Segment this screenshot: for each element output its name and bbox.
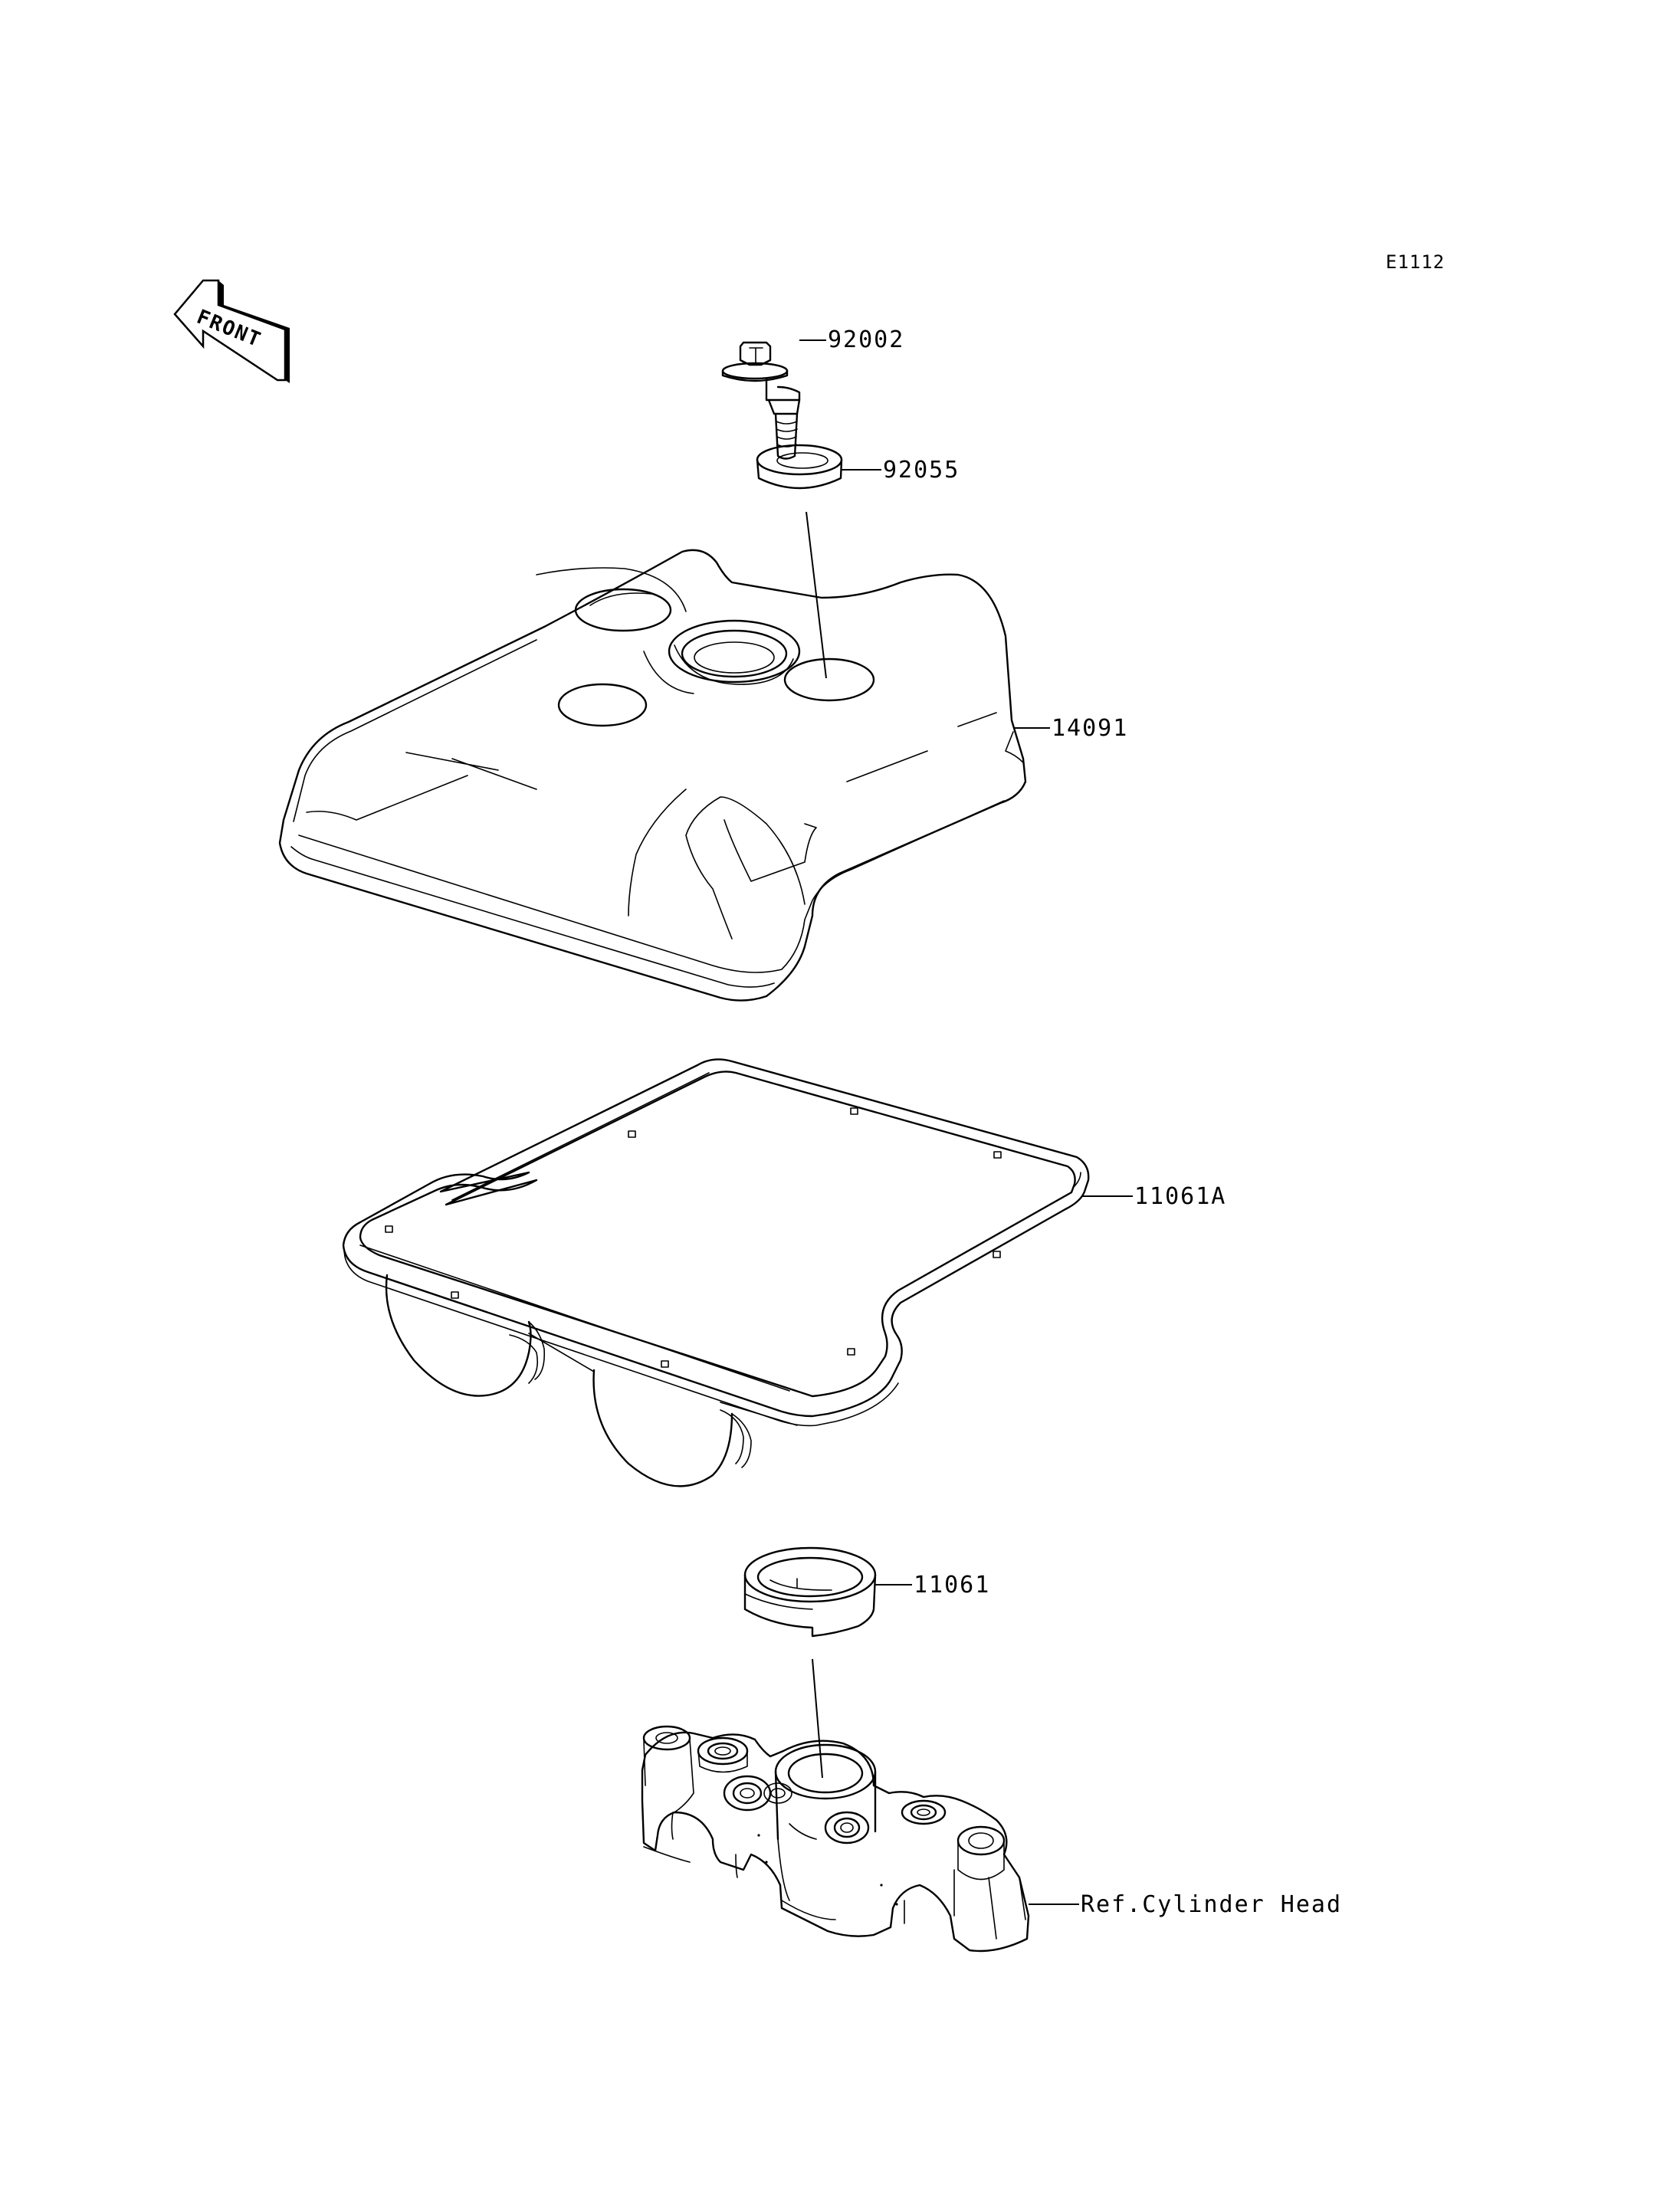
cylinder-head-cover-14091 xyxy=(278,549,1050,1002)
front-arrow-icon: FRONT xyxy=(173,279,290,383)
gasket-11061A xyxy=(342,1058,1133,1487)
bolt-92002 xyxy=(721,339,826,460)
reference-label: Ref.Cylinder Head xyxy=(1081,1891,1342,1918)
part-number-14091: 14091 xyxy=(1052,715,1128,742)
part-number-11061: 11061 xyxy=(914,1572,990,1599)
washer-92055 xyxy=(756,444,881,679)
part-number-11061A: 11061A xyxy=(1134,1183,1226,1210)
part-number-92002: 92002 xyxy=(828,326,904,353)
cylinder-head-reference xyxy=(641,1725,1079,1953)
plug-seal-11061 xyxy=(743,1546,912,1779)
part-number-92055: 92055 xyxy=(883,457,960,484)
diagram-code: E1112 xyxy=(1386,251,1445,273)
